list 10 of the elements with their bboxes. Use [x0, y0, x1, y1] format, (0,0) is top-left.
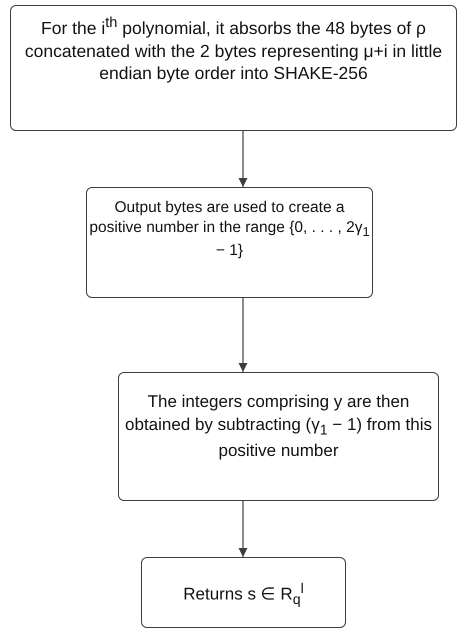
process-box	[10, 5, 457, 131]
step-text: Output bytes are used to create a positive number in the range {0, . . . , 2γ$_{1}$ − 1}	[88, 198, 371, 262]
process-box	[86, 187, 373, 298]
process-box	[141, 557, 346, 628]
arrow	[238, 131, 248, 187]
step-text: The integers comprising y are then obtained by subtracting (γ$_{1}$ − 1) from this positive number	[124, 391, 433, 462]
arrow	[238, 298, 248, 372]
arrow	[238, 501, 248, 557]
process-box	[118, 372, 439, 501]
step-text: For the i$^{th}$ polynomial, it absorbs the 48 bytes of ρ concatenated with the 2 bytes representing μ+i in little endian byte order into SHAKE-256	[24, 14, 444, 86]
